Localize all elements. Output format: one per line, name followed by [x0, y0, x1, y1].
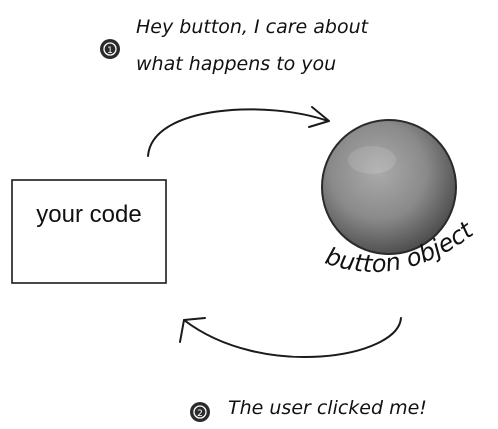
step-1-text-line1: Hey button, I care about	[136, 16, 370, 38]
step-2-number: 2	[197, 409, 203, 419]
code-box	[11, 179, 167, 284]
arrow-register	[147, 106, 330, 157]
arrow-callback	[179, 317, 402, 358]
step-1-marker: 1	[100, 39, 120, 59]
step-1-text-line2: what happens to you	[136, 53, 336, 75]
step-1-number: 1	[107, 46, 113, 56]
step-2-marker: 2	[190, 402, 210, 422]
step-2-text: The user clicked me!	[228, 397, 427, 419]
button-object	[321, 119, 457, 255]
code-box-label: your code	[36, 201, 141, 228]
